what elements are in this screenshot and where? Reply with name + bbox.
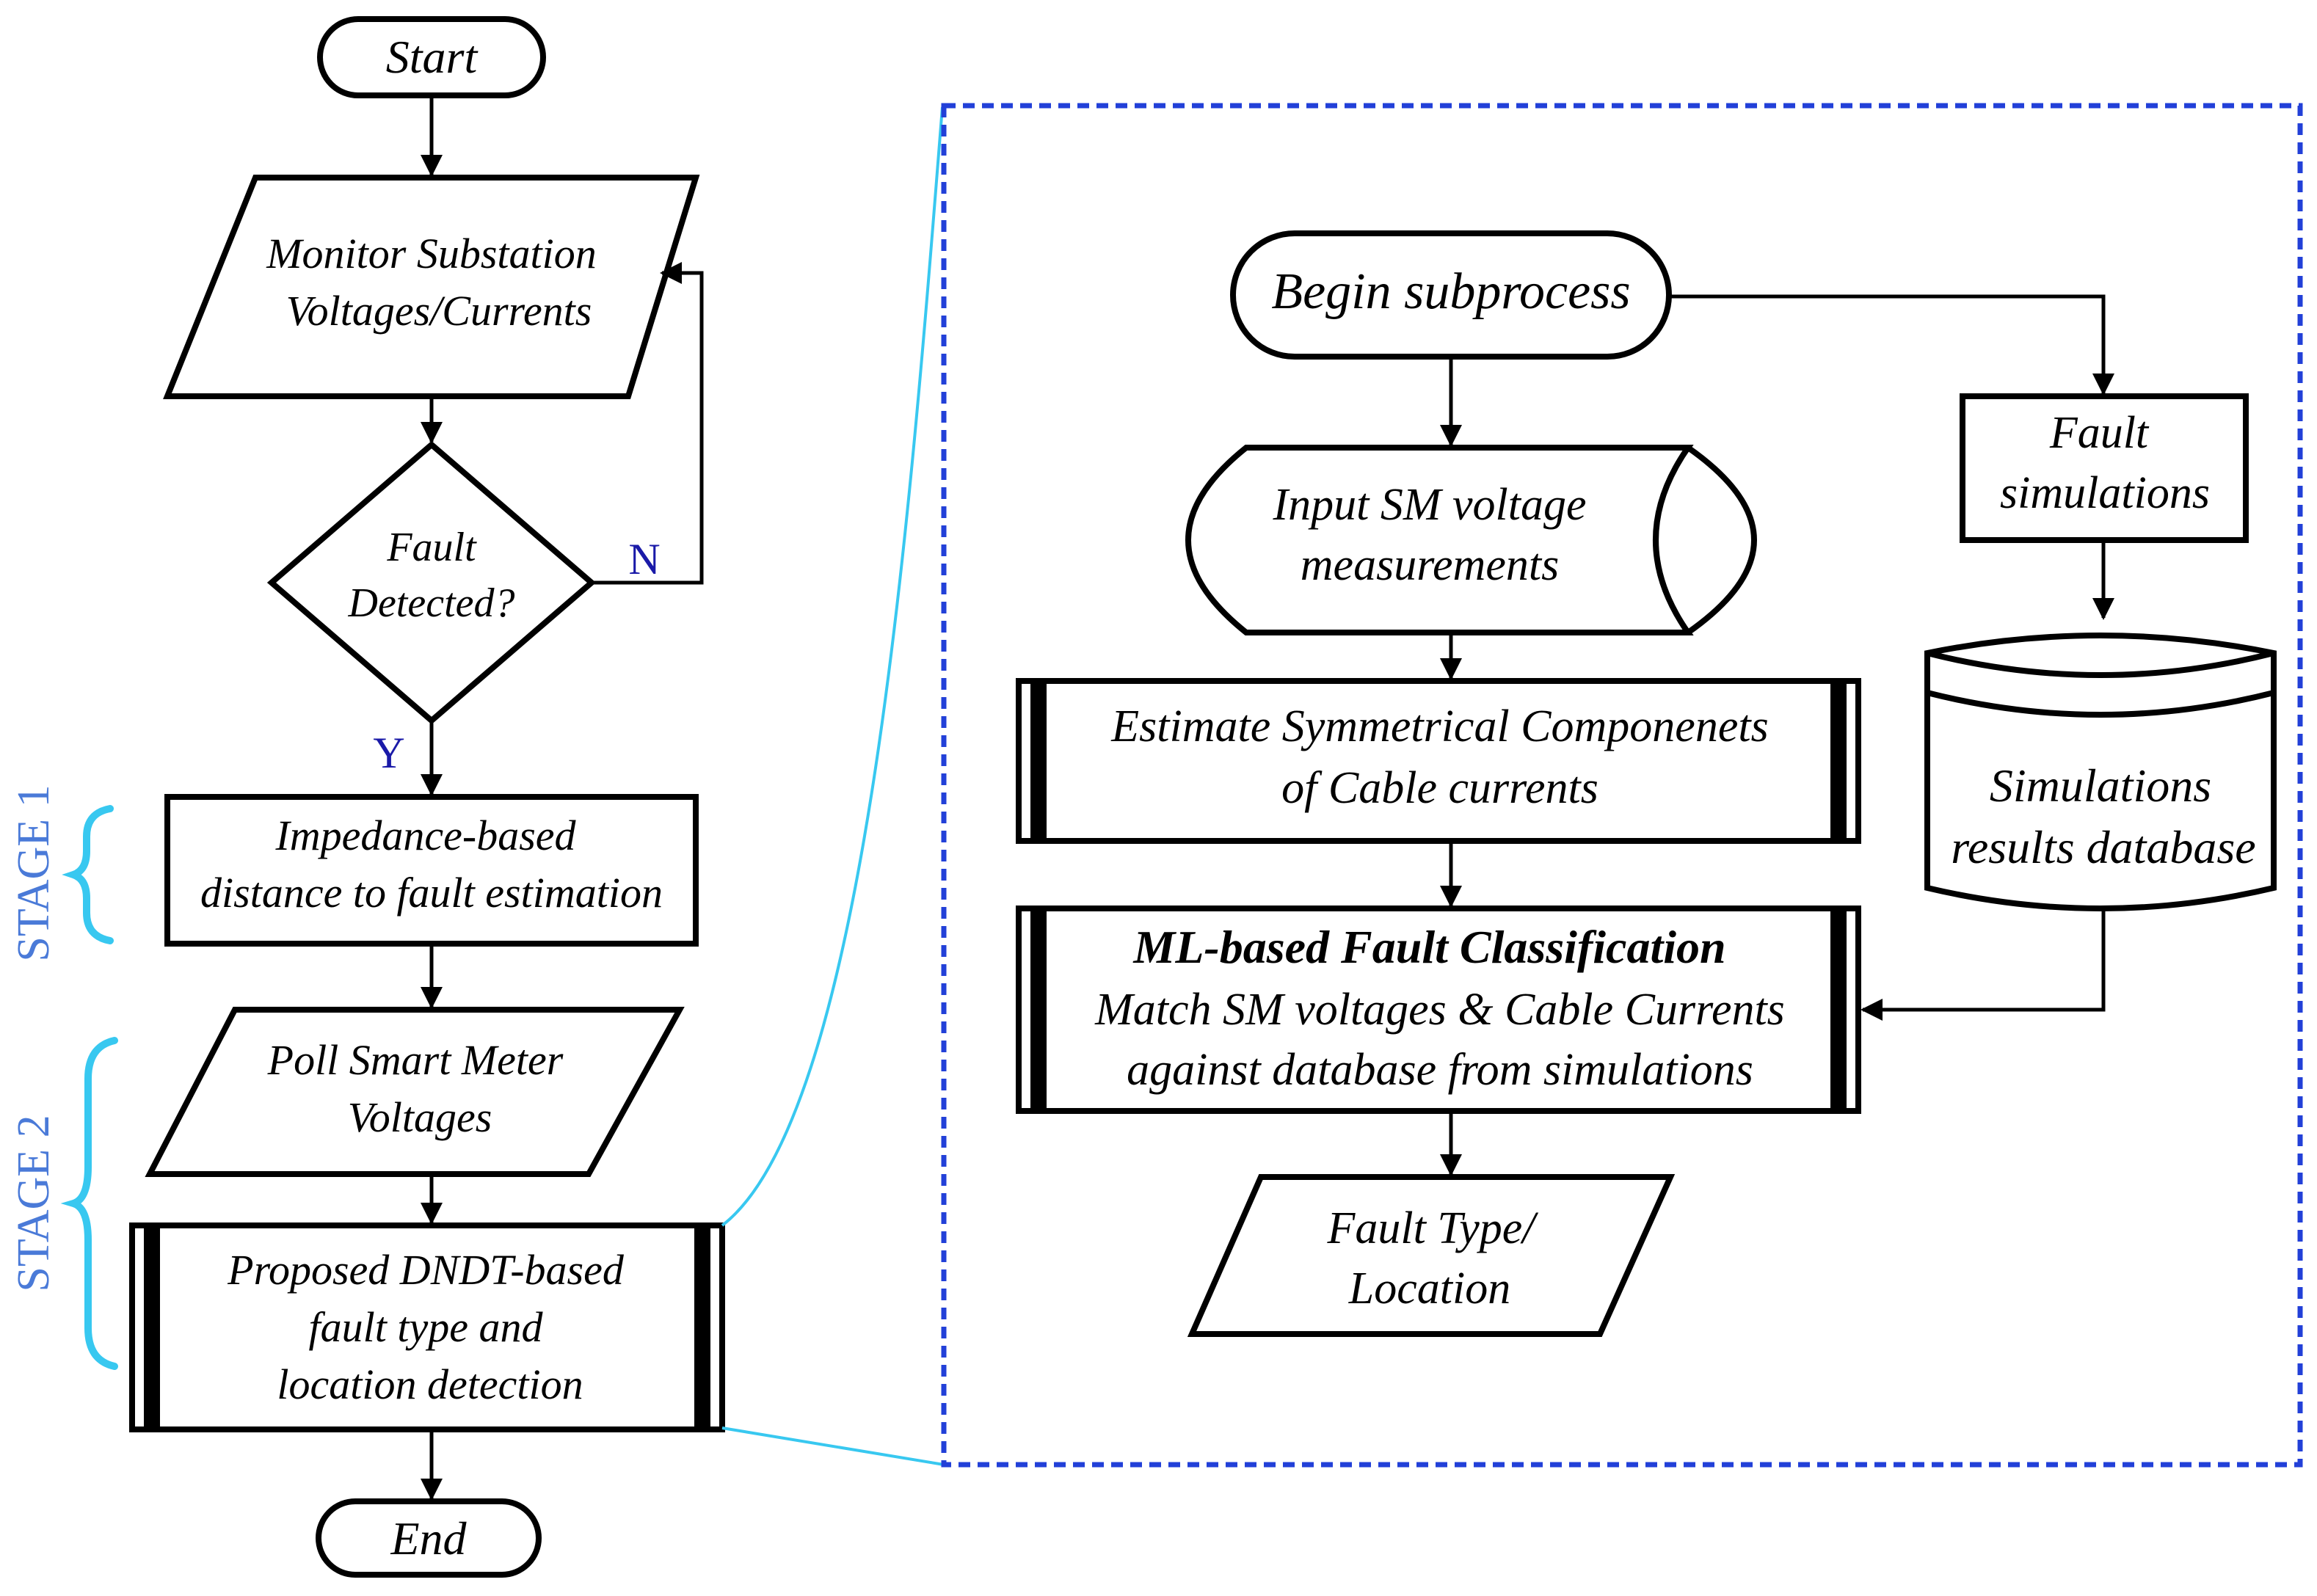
no-label: N — [628, 535, 660, 583]
impedance-label-line1: Impedance-based — [274, 812, 576, 859]
ml-bar-left — [1030, 908, 1047, 1111]
stage2-brace — [60, 1037, 118, 1370]
stage1-label: STAGE 1 — [9, 784, 59, 961]
decision-label-line2: Detected? — [348, 580, 515, 626]
proposed-predefined-process — [129, 1222, 725, 1432]
zoom-connector-top — [721, 106, 944, 1227]
subprocess-dashed-box — [941, 103, 2303, 1468]
estimate-bar-right — [1830, 681, 1847, 841]
fault-sim-label-line1: Fault — [2049, 408, 2150, 458]
output-label-line2: Location — [1348, 1264, 1510, 1313]
proposed-label-line3: location detection — [277, 1360, 583, 1408]
estimate-predefined-process — [1016, 678, 1861, 844]
decision-label-line1: Fault — [386, 525, 477, 570]
poll-io-shape — [145, 1007, 685, 1177]
poll-label-line1: Poll Smart Meter — [267, 1036, 564, 1084]
monitor-io-shape — [163, 175, 700, 399]
ml-predefined-process — [1016, 906, 1861, 1114]
impedance-label-line2: distance to fault estimation — [200, 869, 663, 917]
input-label-line2: measurements — [1301, 540, 1559, 590]
fault-type-output-shape — [1187, 1174, 1676, 1337]
start-label: Start — [386, 31, 479, 83]
zoom-connector-bottom — [721, 1426, 945, 1466]
proposed-label-line1: Proposed DNDT-based — [227, 1246, 625, 1294]
arrow-database-to-ml — [1860, 910, 2106, 1021]
arrow-begin-to-faultsim — [1669, 294, 2114, 396]
stage2-label: STAGE 2 — [9, 1115, 59, 1291]
begin-subprocess-label: Begin subprocess — [1271, 263, 1630, 320]
stage1-brace — [62, 805, 114, 944]
database-rim — [1927, 650, 2274, 678]
yes-label: Y — [373, 729, 404, 777]
estimate-bar-left — [1030, 681, 1047, 841]
database-label-line1: Simulations — [1990, 759, 2211, 812]
input-sm-voltage-curve — [1686, 445, 1757, 635]
estimate-label-line2: of Cable currents — [1281, 763, 1598, 813]
database-label-line2: results database — [1951, 821, 2255, 873]
database-band — [1927, 690, 2274, 718]
monitor-label-line1: Monitor Substation — [266, 230, 597, 277]
end-terminator — [316, 1498, 542, 1578]
ml-label-line1: Match SM voltages & Cable Currents — [1094, 985, 1785, 1035]
database-cylinder — [1924, 633, 2277, 911]
input-label-line1: Input SM voltage — [1272, 480, 1586, 530]
monitor-label-line2: Voltages/Currents — [286, 287, 592, 335]
ml-label-line2: against database from simulations — [1127, 1045, 1753, 1095]
output-label-line1: Fault Type/ — [1327, 1203, 1539, 1253]
fault-simulations-process — [1960, 393, 2249, 543]
estimate-label-line1: Estimate Symmetrical Componenets — [1110, 702, 1768, 751]
proposed-label-line2: fault type and — [309, 1303, 544, 1351]
proposed-bar-left — [144, 1225, 160, 1429]
ml-bar-right — [1830, 908, 1847, 1111]
ml-title: ML-based Fault Classification — [1132, 921, 1725, 973]
input-sm-voltage-shape — [1185, 445, 1694, 635]
fault-sim-label-line2: simulations — [2000, 468, 2210, 518]
poll-label-line2: Voltages — [348, 1093, 492, 1141]
proposed-bar-right — [694, 1225, 710, 1429]
end-label: End — [390, 1512, 467, 1564]
arrow-no-loop — [592, 262, 704, 585]
